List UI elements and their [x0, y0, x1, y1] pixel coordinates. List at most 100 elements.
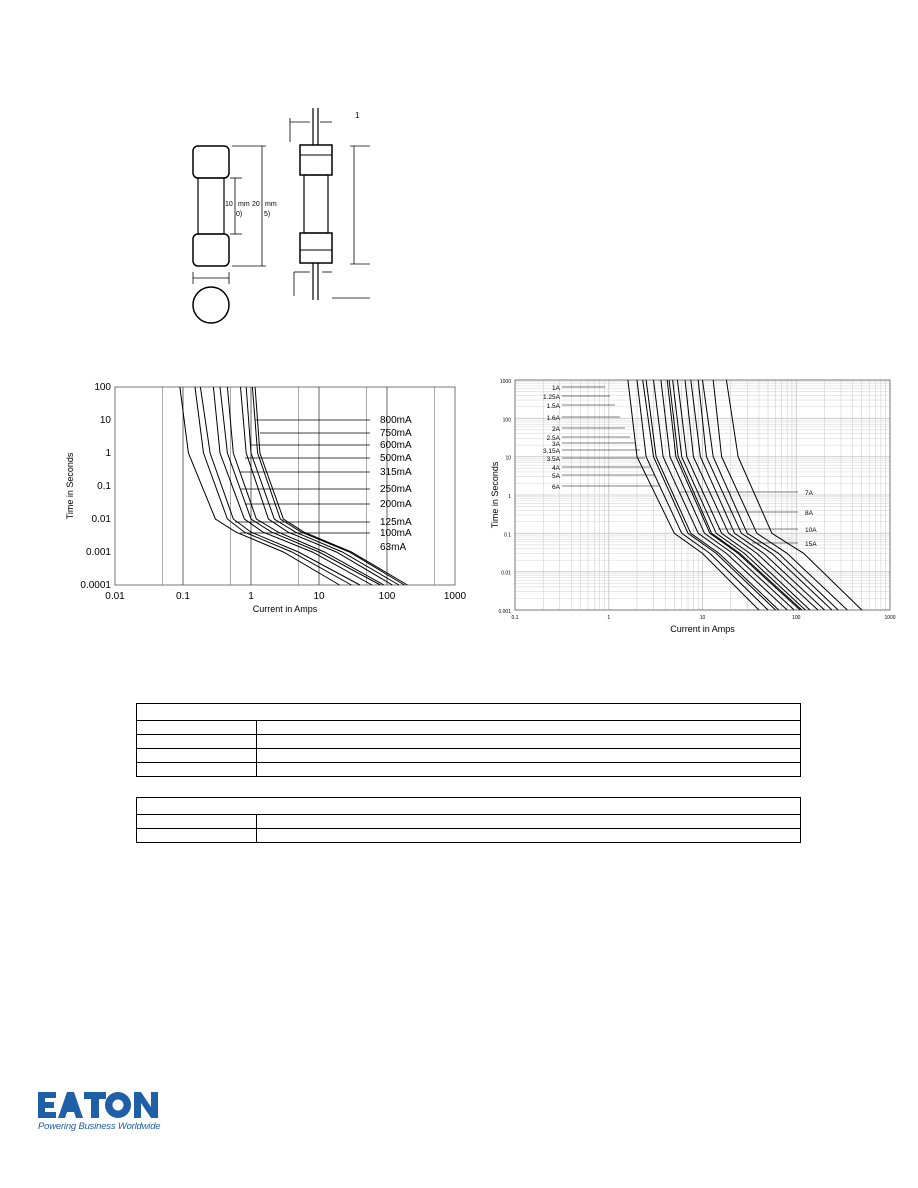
curve-7A	[697, 379, 833, 611]
curve-2A	[653, 379, 788, 611]
x-tick-label: 10	[313, 591, 325, 602]
curve-600mA	[245, 386, 400, 586]
x-tick-label: 0.01	[105, 591, 125, 602]
curve-label: 750mA	[380, 428, 412, 439]
x-tick-label: 100	[792, 615, 801, 621]
dim-side-unit: mm	[265, 201, 277, 208]
fuse-end-view	[192, 286, 230, 324]
y-tick-label: 100	[503, 417, 512, 423]
curve-label: 2.5A	[547, 435, 561, 442]
x-tick-label: 1	[607, 615, 610, 621]
curve-6A	[690, 379, 825, 611]
spec-table-2-header	[137, 798, 800, 815]
fuse-side-cap-top	[299, 144, 333, 176]
fuse-side-body	[303, 174, 329, 234]
curve-4A	[676, 379, 811, 611]
table-row	[137, 763, 800, 776]
curve-315mA	[226, 386, 385, 586]
curve-5A	[684, 379, 819, 611]
y-tick-label: 0.01	[501, 571, 511, 577]
x-tick-label: 100	[379, 591, 396, 602]
curve-label: 1A	[552, 385, 561, 392]
table-row	[137, 815, 800, 829]
curve-800mA	[254, 386, 408, 586]
curve-3A	[666, 379, 801, 611]
curve-500mA	[240, 386, 393, 586]
curve-label: 3.5A	[547, 456, 561, 463]
curve-1.5A	[642, 379, 776, 611]
curve-label: 5A	[552, 473, 561, 480]
table-row	[137, 749, 800, 763]
y-tick-label: 0.01	[92, 514, 112, 525]
y-tick-label: 0.1	[97, 481, 111, 492]
y-axis-label: Time in Seconds	[65, 452, 75, 519]
brand-tagline: Powering Business Worldwide	[38, 1121, 161, 1132]
dim-front-a: 10	[225, 201, 233, 208]
dim-front-unit: mm	[238, 201, 250, 208]
curve-label: 7A	[805, 490, 814, 497]
y-tick-label: 0.001	[498, 609, 511, 615]
curve-label: 800mA	[380, 415, 412, 426]
x-tick-label: 1	[248, 591, 254, 602]
y-axis-label: Time in Seconds	[490, 461, 500, 528]
curve-label: 1.25A	[543, 394, 561, 401]
dim-front-b: 0)	[236, 211, 242, 218]
curve-250mA	[219, 386, 381, 586]
y-tick-label: 10	[100, 415, 112, 426]
curve-label: 2A	[552, 426, 561, 433]
curve-750mA	[251, 386, 405, 586]
curve-3.15A	[668, 379, 803, 611]
curve-1.6A	[645, 379, 780, 611]
curve-label: 6A	[552, 484, 561, 491]
curve-label: 100mA	[380, 528, 412, 539]
curve-1.25A	[636, 379, 769, 611]
x-tick-label: 1000	[884, 615, 895, 621]
curve-label: 1.5A	[547, 403, 561, 410]
fuse-cap-bottom	[192, 233, 230, 267]
lead-dim: 1	[355, 111, 360, 120]
curve-3.5A	[672, 379, 806, 611]
curve-200mA	[212, 386, 373, 586]
x-tick-label: 0.1	[512, 615, 519, 621]
y-tick-label: 100	[94, 382, 111, 393]
curve-63mA	[179, 386, 340, 586]
curve-label: 10A	[805, 527, 817, 534]
curve-label: 63mA	[380, 542, 406, 553]
spec-table-1	[136, 703, 801, 777]
curve-label: 3A	[552, 441, 561, 448]
plot-frame	[114, 386, 456, 586]
curve-15A	[725, 379, 863, 611]
curve-label: 8A	[805, 510, 814, 517]
x-axis-label: Current in Amps	[253, 604, 318, 614]
y-tick-label: 0.0001	[80, 580, 111, 591]
dim-side-a: 20	[252, 201, 260, 208]
spec-table-2	[136, 797, 801, 843]
x-tick-label: 0.1	[176, 591, 190, 602]
curve-label: 600mA	[380, 440, 412, 451]
curve-10A	[712, 379, 848, 611]
curve-label: 4A	[552, 465, 561, 472]
curve-2.5A	[660, 379, 795, 611]
curve-8A	[702, 379, 839, 611]
curve-label: 200mA	[380, 499, 412, 510]
y-tick-label: 0.001	[86, 547, 111, 558]
curve-label: 3.15A	[543, 448, 561, 455]
y-tick-label: 10	[505, 456, 511, 462]
curve-label: 315mA	[380, 467, 412, 478]
spec-table-1-header	[137, 704, 800, 721]
x-axis-label: Current in Amps	[670, 624, 735, 634]
fuse-drawing: 10 0) mm 20 mm 5) 1	[192, 108, 370, 324]
curve-1A	[627, 379, 760, 611]
curve-label: 15A	[805, 541, 817, 548]
table-row	[137, 735, 800, 749]
y-tick-label: 0.1	[504, 532, 511, 538]
curve-100mA	[194, 386, 352, 586]
y-tick-label: 1	[105, 448, 111, 459]
dim-side-b: 5)	[264, 211, 270, 218]
curve-label: 250mA	[380, 484, 412, 495]
y-tick-label: 1000	[500, 379, 511, 385]
fuse-body	[197, 177, 225, 235]
table-row	[137, 829, 800, 842]
